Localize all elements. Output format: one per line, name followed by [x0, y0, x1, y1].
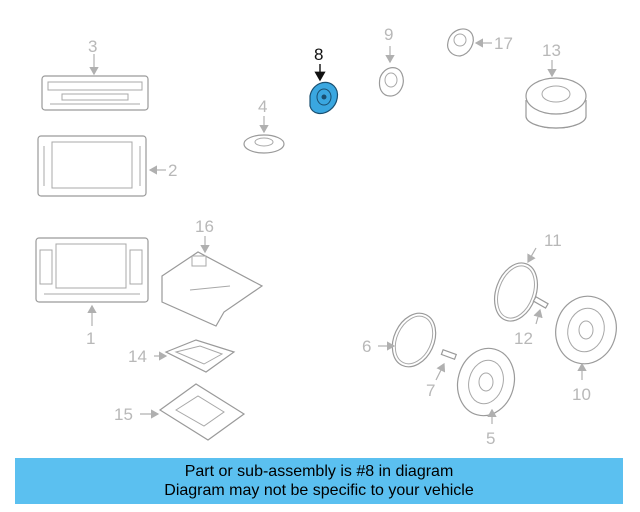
- part-11-gasket: 11: [493, 231, 562, 322]
- banner-line-1: Part or sub-assembly is #8 in diagram: [184, 463, 454, 480]
- part-13-subwoofer: 13: [525, 41, 587, 129]
- banner-line-2: Diagram may not be specific to your vehi…: [164, 482, 474, 499]
- callout-9: 9: [384, 25, 393, 44]
- callout-7: 7: [426, 381, 435, 400]
- part-9-speaker: 9: [378, 25, 404, 97]
- part-2-display: 2: [37, 135, 177, 197]
- callout-2: 2: [168, 161, 177, 180]
- callout-13: 13: [542, 41, 561, 60]
- part-15-bracket: 15: [114, 383, 246, 441]
- callout-6: 6: [362, 337, 371, 356]
- callout-1: 1: [86, 329, 95, 348]
- callout-15: 15: [114, 405, 133, 424]
- part-4-tweeter: 4: [243, 97, 285, 154]
- part-12-screw: 12: [514, 295, 549, 348]
- part-1-head-unit: 1: [35, 237, 149, 348]
- part-8-speaker-highlighted: 8: [309, 45, 339, 115]
- parts-diagram: 3 2 1 16 14 15: [35, 25, 617, 448]
- callout-8: 8: [314, 45, 323, 64]
- callout-14: 14: [128, 347, 147, 366]
- info-banner: Part or sub-assembly is #8 in diagram Di…: [15, 458, 623, 504]
- part-16-module-cover: 16: [161, 217, 264, 327]
- part-6-gasket: 6: [362, 312, 437, 368]
- part-7-screw: 7: [426, 348, 458, 400]
- callout-5: 5: [486, 429, 495, 448]
- part-14-module: 14: [128, 339, 236, 373]
- callout-3: 3: [88, 37, 97, 56]
- callout-12: 12: [514, 329, 533, 348]
- callout-16: 16: [195, 217, 214, 236]
- callout-10: 10: [572, 385, 591, 404]
- callout-17: 17: [494, 34, 513, 53]
- callout-11: 11: [544, 231, 562, 250]
- part-5-speaker: 5: [456, 347, 516, 448]
- part-10-speaker: 10: [555, 295, 617, 404]
- callout-4: 4: [258, 97, 267, 116]
- part-17-tweeter: 17: [447, 28, 513, 57]
- part-3-cd-unit: 3: [41, 37, 149, 111]
